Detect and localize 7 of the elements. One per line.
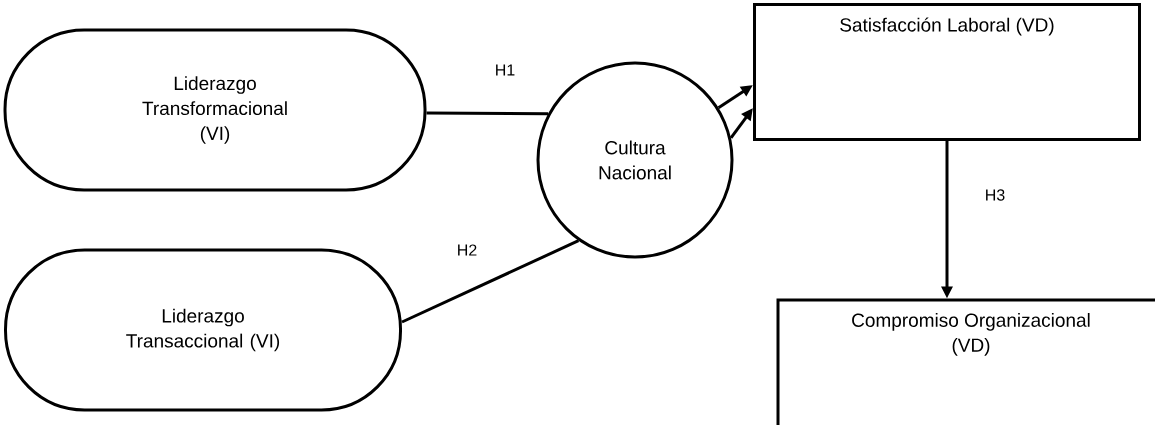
rounded-box: Liderazgo Transformacional (VI) [3, 28, 427, 192]
rounded-box: Liderazgo Transaccional (VI) [4, 248, 402, 412]
edge-label: H2 [455, 243, 479, 257]
process-box: Compromiso Organizacional (VD) [776, 298, 1155, 425]
process-box: Satisfacción Laboral (VD) [753, 3, 1141, 141]
edge-label: H3 [983, 188, 1007, 202]
edge-label: H1 [493, 63, 517, 77]
